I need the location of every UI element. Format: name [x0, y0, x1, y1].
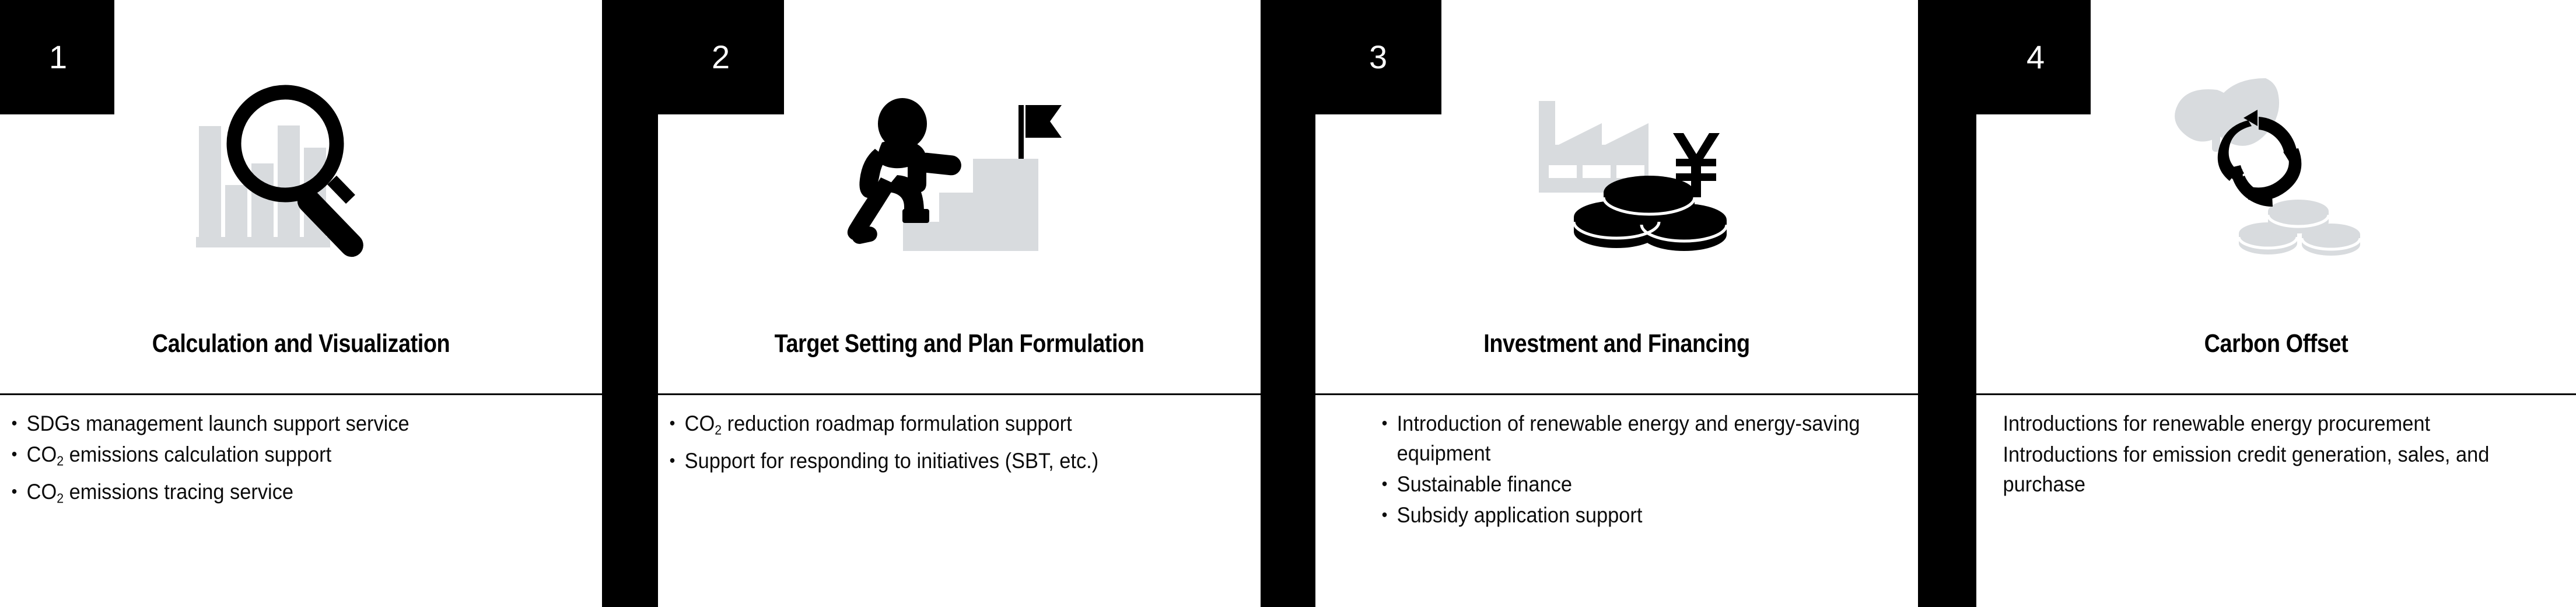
list-item: Subsidy application support — [1378, 500, 1864, 530]
step-3-icon-area — [1315, 16, 1918, 308]
step-3-rule — [1315, 393, 1918, 395]
step-column-1: Calculation and Visualization SDGs manag… — [0, 0, 602, 607]
list-item: CO2 reduction roadmap formulation suppor… — [666, 409, 1154, 445]
bullet-subscript: 2 — [57, 490, 64, 506]
list-item: CO2 emissions calculation support — [8, 439, 541, 476]
divider-band-2 — [1261, 0, 1315, 607]
step-number-badge-2: 2 — [658, 0, 784, 114]
bullet-text: CO — [684, 411, 715, 435]
list-item: Introductions for renewable energy procu… — [1937, 409, 2522, 438]
list-item: SDGs management launch support service — [8, 409, 541, 438]
divider-band-3 — [1918, 0, 1976, 607]
list-item: Sustainable finance — [1378, 469, 1864, 499]
step-4-icon-area — [1976, 16, 2576, 308]
bullet-text: CO — [26, 480, 57, 504]
bullet-text: Introductions for emission credit genera… — [2003, 442, 2490, 496]
step-3-title: Investment and Financing — [1483, 329, 1750, 358]
bullet-text: CO — [26, 442, 57, 466]
step-number-badge-1: 1 — [0, 0, 114, 114]
step-2-bullet-list: CO2 reduction roadmap formulation suppor… — [666, 409, 1191, 477]
bullet-subscript: 2 — [57, 453, 64, 469]
magnifier-bar-chart-icon — [192, 82, 426, 257]
step-2-rule — [658, 393, 1261, 395]
step-2-icon-area — [658, 16, 1261, 308]
divider-band-1 — [602, 0, 658, 607]
bullet-text: Subsidy application support — [1396, 503, 1643, 527]
list-item: Support for responding to initiatives (S… — [666, 446, 1154, 476]
list-item: CO2 emissions tracing service — [8, 477, 541, 513]
step-1-title: Calculation and Visualization — [152, 329, 450, 358]
step-column-2: Target Setting and Plan Formulation CO2 … — [658, 0, 1261, 607]
list-item: Introductions for emission credit genera… — [1937, 439, 2522, 499]
step-number-2: 2 — [712, 39, 730, 75]
bullet-text-post: reduction roadmap formulation support — [722, 411, 1072, 435]
step-number-4: 4 — [2027, 39, 2045, 75]
bullet-text: Sustainable finance — [1396, 472, 1572, 496]
bullet-text: Support for responding to initiatives (S… — [684, 449, 1099, 473]
list-item: Introduction of renewable energy and ene… — [1378, 409, 1864, 468]
step-3-bullet-list: Introduction of renewable energy and ene… — [1378, 409, 1901, 531]
step-1-bullet-list: SDGs management launch support service C… — [8, 409, 581, 515]
bullet-text: Introduction of renewable energy and ene… — [1396, 411, 1860, 465]
step-1-icon-area — [0, 16, 602, 308]
step-number-badge-3: 3 — [1315, 0, 1441, 114]
bullet-text-post: emissions tracing service — [64, 480, 294, 504]
step-number-badge-4: 4 — [1976, 0, 2091, 114]
factory-yen-coins-icon — [1517, 82, 1750, 257]
step-4-rule — [1976, 393, 2576, 395]
bullet-text-post: emissions calculation support — [64, 442, 332, 466]
step-4-bullet-list: Introductions for renewable energy procu… — [1937, 409, 2567, 500]
step-number-1: 1 — [49, 39, 68, 75]
bullet-text: SDGs management launch support service — [26, 411, 410, 435]
bullet-subscript: 2 — [715, 422, 722, 438]
step-column-3: Investment and Financing Introduction of… — [1315, 0, 1918, 607]
step-1-rule — [0, 393, 602, 395]
person-climbing-stairs-flag-icon — [840, 82, 1073, 257]
step-4-title: Carbon Offset — [2204, 329, 2348, 358]
step-number-3: 3 — [1369, 39, 1388, 75]
sprout-recycle-coins-icon — [2163, 65, 2396, 258]
step-column-4: Carbon Offset Introductions for renewabl… — [1940, 0, 2576, 607]
bullet-text: Introductions for renewable energy procu… — [2003, 411, 2431, 435]
step-2-title: Target Setting and Plan Formulation — [774, 329, 1144, 358]
